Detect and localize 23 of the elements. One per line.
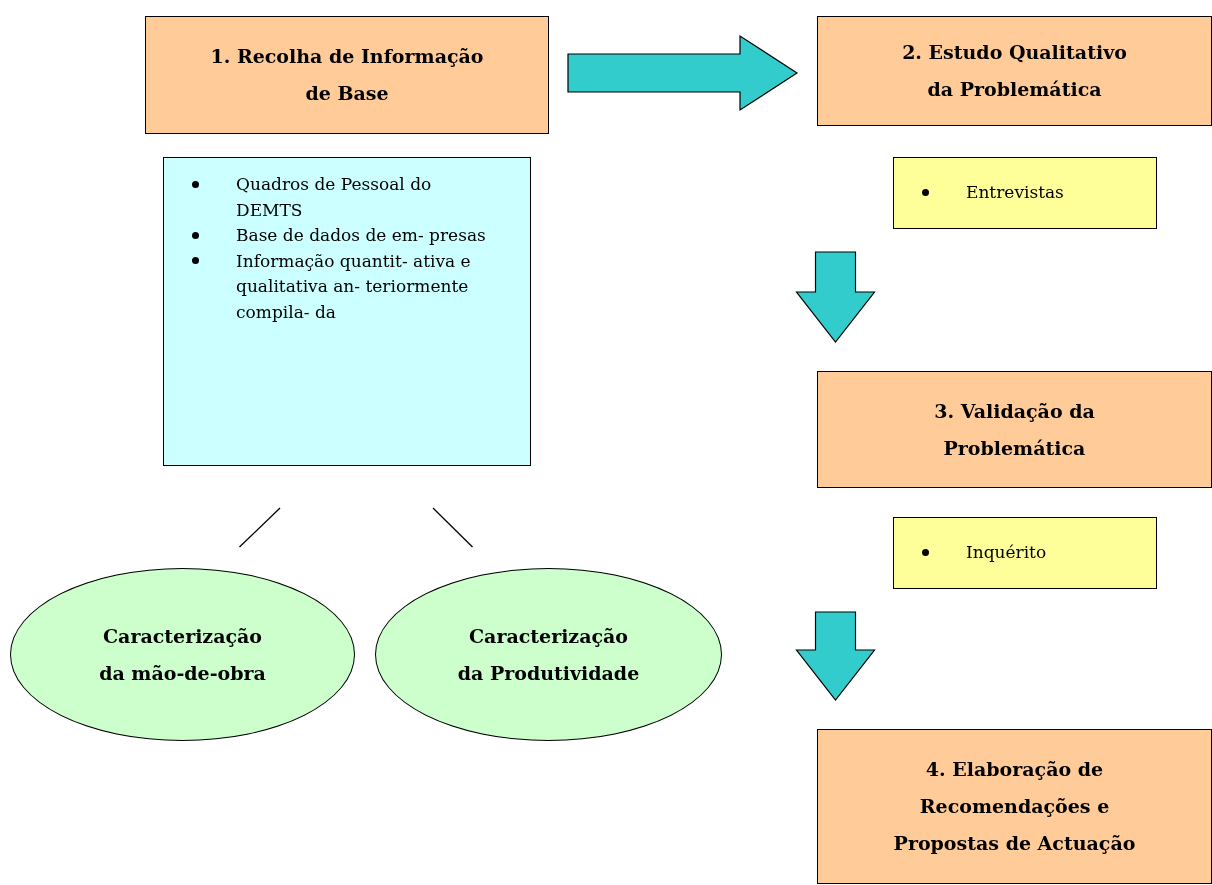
- process-box: [817, 371, 1212, 488]
- bullet-box: [893, 157, 1157, 229]
- block-arrow: [795, 251, 876, 343]
- node-title: 2. Estudo Qualitativo da Problemática: [901, 40, 1128, 102]
- process-box: [817, 16, 1212, 126]
- connector-line: [238, 507, 281, 548]
- bullet-text: Quadros de Pessoal do DEMTS: [236, 173, 433, 222]
- bullet-text: Inquérito: [966, 541, 1048, 565]
- node-title: Caracterização da Produtividade: [456, 623, 641, 686]
- block-arrow: [795, 611, 876, 701]
- process-box: [817, 729, 1212, 884]
- connector-line: [432, 507, 474, 548]
- bullet-box: [893, 517, 1157, 589]
- process-box: [145, 16, 549, 134]
- bullet-text: Base de dados de em- presas: [236, 224, 487, 247]
- bullet-text: Informação quantit- ativa e qualitativa an- teriormente compila- da: [236, 249, 472, 324]
- bullet-text: Entrevistas: [966, 181, 1065, 205]
- node-title: Caracterização da mão-de-obra: [98, 623, 267, 686]
- info-box: [163, 157, 531, 466]
- node-title: 4. Elaboração de Recomendações e Propostas de Actuação: [892, 757, 1137, 856]
- node-title: 1. Recolha de Informação de Base: [209, 44, 485, 106]
- block-arrow: [567, 34, 799, 112]
- node-title: 3. Validação da Problemática: [933, 398, 1096, 461]
